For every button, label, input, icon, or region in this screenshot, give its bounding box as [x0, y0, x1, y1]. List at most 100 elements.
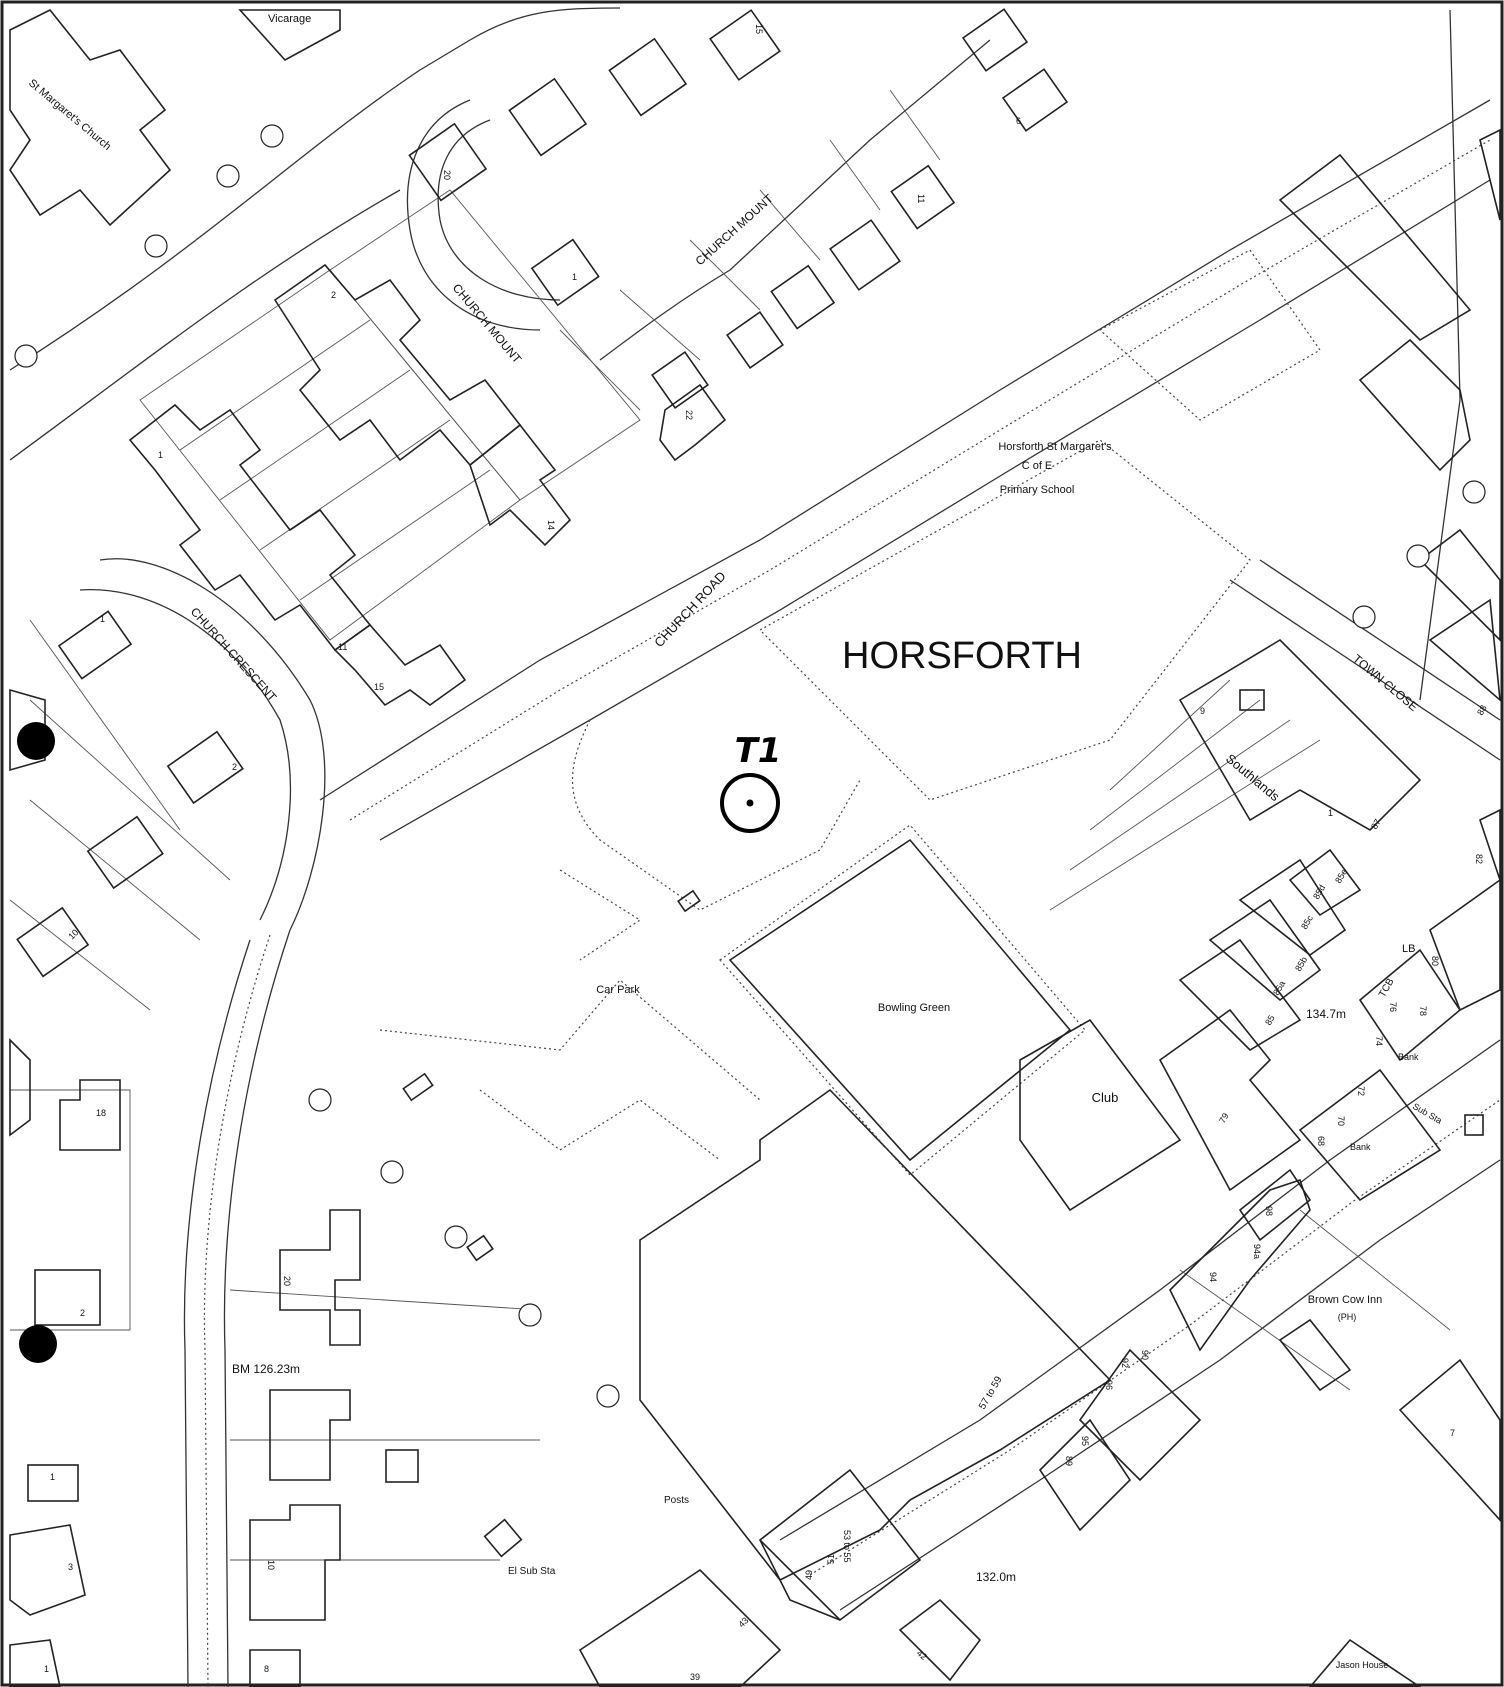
building-89a-95: [1038, 1418, 1132, 1532]
house-number: 85c: [1299, 913, 1315, 931]
house-number: 20: [442, 170, 452, 180]
label-height-134: 134.7m: [1306, 1007, 1346, 1021]
house-number: 96: [1104, 1380, 1114, 1390]
house-number: 39: [690, 1672, 700, 1682]
label-church-mount-a: CHURCH MOUNT: [693, 191, 777, 268]
tree-marker-t1[interactable]: T1: [720, 731, 781, 833]
tree-icon: [1406, 544, 1430, 568]
building-jason-house: [1308, 1638, 1422, 1687]
tree-icon: [144, 234, 168, 258]
building-southlands: [1178, 638, 1422, 831]
house-number: 72: [1356, 1086, 1366, 1096]
house-number: 85a: [1271, 979, 1287, 997]
label-bank-2: Bank: [1350, 1142, 1371, 1152]
tree-icon: [308, 1088, 332, 1112]
label-church-road: CHURCH ROAD: [651, 569, 728, 651]
label-posts: Posts: [664, 1495, 689, 1506]
target-center-icon: [746, 799, 754, 807]
label-jason-house: Jason House: [1336, 1660, 1389, 1670]
label-church-crescent: CHURCH CRESCENT: [188, 605, 280, 705]
road-church-mount-2: [599, 39, 991, 361]
label-st-margarets-church: St Margaret's Church: [26, 77, 113, 153]
house-number: 90: [1140, 1350, 1150, 1360]
house-number: 18: [96, 1108, 106, 1118]
house-number: 85: [1263, 1013, 1277, 1027]
road-town-close-2: [1259, 559, 1501, 721]
building-vicarage: [238, 9, 341, 62]
house-number: 11: [338, 642, 347, 652]
house-number: 80: [1430, 956, 1440, 966]
house-numbers: 20 1 11 22 2 14 1 11 15 1 2 10 18 20 2 1…: [44, 24, 1489, 1682]
house-number: 85b: [1293, 955, 1309, 973]
building-terrace-south-end: [333, 623, 467, 707]
road-church-crescent-inner: [79, 588, 292, 921]
label-tcb: TCB: [1377, 976, 1397, 999]
building-89-96: [1078, 1348, 1202, 1482]
road-lower-diag-north: [319, 99, 1491, 801]
tree-icon: [1462, 480, 1486, 504]
building-85d-85e: [1288, 848, 1362, 917]
house-number: 89: [1064, 1456, 1074, 1466]
house-number: 15: [374, 682, 384, 692]
tree-icon: [14, 344, 38, 368]
bowling-green: [728, 838, 1072, 1162]
building-shopping-block: [639, 1088, 1112, 1582]
building-st-margarets-church: [9, 8, 172, 227]
area-label: HORSFORTH: [842, 635, 1082, 677]
house-number: 87: [1369, 817, 1383, 831]
building-mid-west: [269, 1389, 351, 1481]
house-number: 42: [915, 1648, 929, 1662]
road-south-east-north: [779, 1039, 1501, 1541]
label-height-132: 132.0m: [976, 1570, 1016, 1584]
tree-icon: [216, 164, 240, 188]
buildings: [9, 8, 1501, 1687]
label-sub-sta: Sub Sta: [1411, 1101, 1444, 1126]
building-bank-68-72: [1298, 1068, 1442, 1202]
label-el-sub-sta: El Sub Sta: [508, 1566, 556, 1577]
road-west-vertical-dotted: [203, 934, 271, 1687]
road-church-mount-loop: [406, 99, 541, 331]
tree-icon: [380, 1160, 404, 1184]
building-79-85: [1158, 1008, 1302, 1192]
tree-icon: [1352, 605, 1376, 629]
building-terrace-north: [273, 263, 522, 467]
house-number: 2: [331, 290, 336, 300]
house-number: 10: [66, 927, 80, 941]
house-number: 74: [1374, 1036, 1384, 1046]
house-number: 70: [1336, 1116, 1346, 1126]
house-number: 92: [1120, 1358, 1130, 1368]
label-school-line2: C of E: [1022, 460, 1053, 472]
building-18: [59, 1079, 121, 1151]
label-vicarage: Vicarage: [268, 13, 311, 25]
boundary-marker-icon: [17, 722, 55, 760]
road-church-road-north-edge: [9, 7, 621, 371]
building-94-98: [1169, 1178, 1311, 1352]
label-bowling-green: Bowling Green: [878, 1002, 950, 1014]
label-lb: LB: [1402, 943, 1415, 955]
label-car-park: Car Park: [596, 984, 640, 996]
building-terrace-north-end: [469, 423, 572, 547]
label-bank-1: Bank: [1398, 1052, 1419, 1062]
label-57-to-59: 57 to 59: [977, 1374, 1005, 1411]
road-east-north-south: [1419, 9, 1461, 701]
house-number: 79: [1217, 1111, 1231, 1125]
house-number: 1: [100, 614, 105, 624]
house-number: 3: [68, 1562, 73, 1572]
house-number: 94a: [1252, 1244, 1262, 1259]
house-number: 10: [266, 1560, 276, 1570]
road-church-mount-loop-inner: [437, 119, 561, 301]
house-number: 22: [684, 410, 694, 420]
house-number: 95: [1080, 1436, 1090, 1446]
house-number: 8: [264, 1664, 269, 1674]
road-south-east-south: [839, 1159, 1501, 1611]
road-lower-diag-south: [379, 179, 1491, 841]
road-church-crescent: [99, 558, 326, 931]
tree-icon: [444, 1225, 468, 1249]
roads: [9, 7, 1501, 1687]
house-number: 85e: [1333, 867, 1349, 885]
house-number: 94: [1208, 1272, 1218, 1282]
map-labels: HORSFORTH Vicarage St Margaret's Church …: [26, 13, 1444, 1670]
house-number: 76: [1388, 1002, 1398, 1012]
house-number: 1: [50, 1472, 55, 1482]
